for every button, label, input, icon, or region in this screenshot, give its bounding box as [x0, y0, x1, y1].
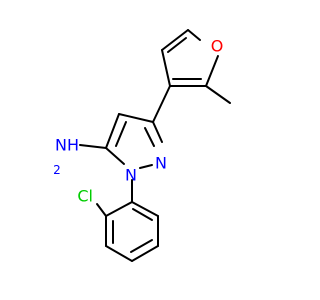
atom-furan-oxygen: O	[211, 37, 224, 56]
bond-o-c2-furan	[205, 55, 219, 87]
bond-ph6-ph1	[131, 201, 159, 217]
atom-amine-subscript: 2	[53, 163, 61, 177]
atom-amine-group: NH 2	[53, 136, 79, 178]
bond-ph4-ph5-double	[130, 239, 153, 253]
chlorophenyl-ring	[96, 201, 159, 262]
bond-ph6-ph1-double	[132, 208, 153, 221]
bond-furan-pyrazole	[152, 85, 171, 123]
bond-c3-c4-furan	[161, 49, 171, 87]
atom-pyrazole-n1: N	[125, 166, 137, 185]
bond-ph4-ph5	[131, 245, 159, 262]
bond-c5-nh2	[79, 144, 107, 149]
furan-ring	[161, 29, 231, 104]
bond-c3-n2	[152, 121, 163, 143]
atom-amine-label: NH	[55, 136, 79, 155]
bond-n1-c5	[105, 147, 125, 165]
bond-c3-c4	[118, 113, 154, 123]
structure-drawing: O NH 2 N N Cl	[53, 29, 231, 262]
atom-chlorine: Cl	[77, 187, 93, 206]
bond-c4-c5	[105, 113, 120, 149]
bond-c3-n2-double	[144, 127, 155, 147]
bond-c4-c5-furan-double	[167, 37, 187, 53]
bond-c4-c5-furan	[161, 29, 189, 51]
pyrazole-ring	[79, 85, 171, 203]
bond-ph1-ph2	[105, 201, 133, 217]
atom-pyrazole-n2: N	[155, 154, 167, 173]
bond-c5-o-furan	[187, 29, 201, 41]
bond-c4-c5-double	[115, 121, 127, 147]
bond-ph-cl	[96, 203, 107, 217]
bond-n2-n1	[139, 164, 153, 169]
molecule-canvas: O NH 2 N N Cl	[53, 29, 231, 262]
bond-methyl	[205, 85, 231, 104]
bond-ph3-ph4	[105, 245, 133, 262]
